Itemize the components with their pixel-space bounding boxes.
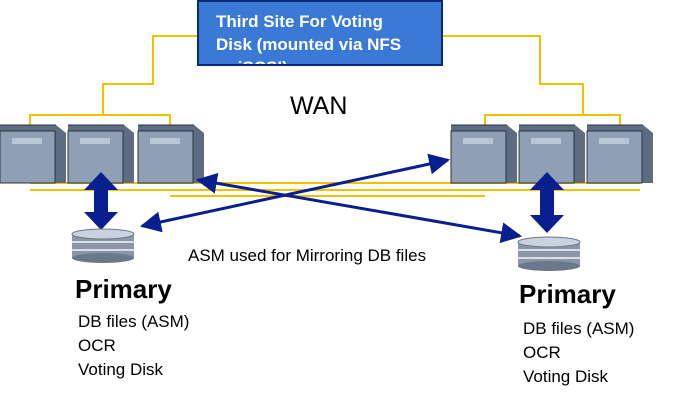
right-detail-ocr: OCR — [523, 343, 561, 362]
right-primary-title: Primary — [519, 279, 616, 309]
left-primary-title: Primary — [75, 274, 172, 304]
left-detail-db-files: DB files (ASM) — [78, 312, 190, 331]
left-disk-icon — [71, 228, 135, 263]
asm-mirroring-label: ASM used for Mirroring DB files — [188, 246, 427, 265]
mirror-arrows — [139, 153, 523, 244]
left-server-3 — [137, 124, 204, 184]
wan-label: WAN — [290, 92, 348, 120]
right-server-3 — [586, 124, 653, 184]
right-disk-icon — [517, 236, 581, 271]
right-detail-db-files: DB files (ASM) — [523, 319, 635, 338]
left-storage-link-arrow — [84, 172, 118, 230]
left-server-1 — [0, 124, 66, 184]
left-site-details: DB files (ASM) OCR Voting Disk — [78, 310, 189, 382]
left-detail-voting-disk: Voting Disk — [78, 360, 164, 379]
right-server-1 — [450, 124, 517, 184]
right-site-details: DB files (ASM) OCR Voting Disk — [523, 317, 634, 389]
right-storage-link-arrow — [530, 172, 564, 233]
left-detail-ocr: OCR — [78, 336, 116, 355]
third-site-line-2: Disk (mounted via NFS — [216, 35, 402, 54]
third-site-line-1: Third Site For Voting — [216, 12, 383, 31]
third-site-line-3: or iSCSI) — [216, 56, 441, 64]
third-site-label: Third Site For Voting Disk (mounted via … — [216, 10, 441, 64]
right-detail-voting-disk: Voting Disk — [523, 367, 609, 386]
third-site-box: Third Site For Voting Disk (mounted via … — [197, 0, 443, 66]
right-server-2 — [518, 124, 585, 184]
